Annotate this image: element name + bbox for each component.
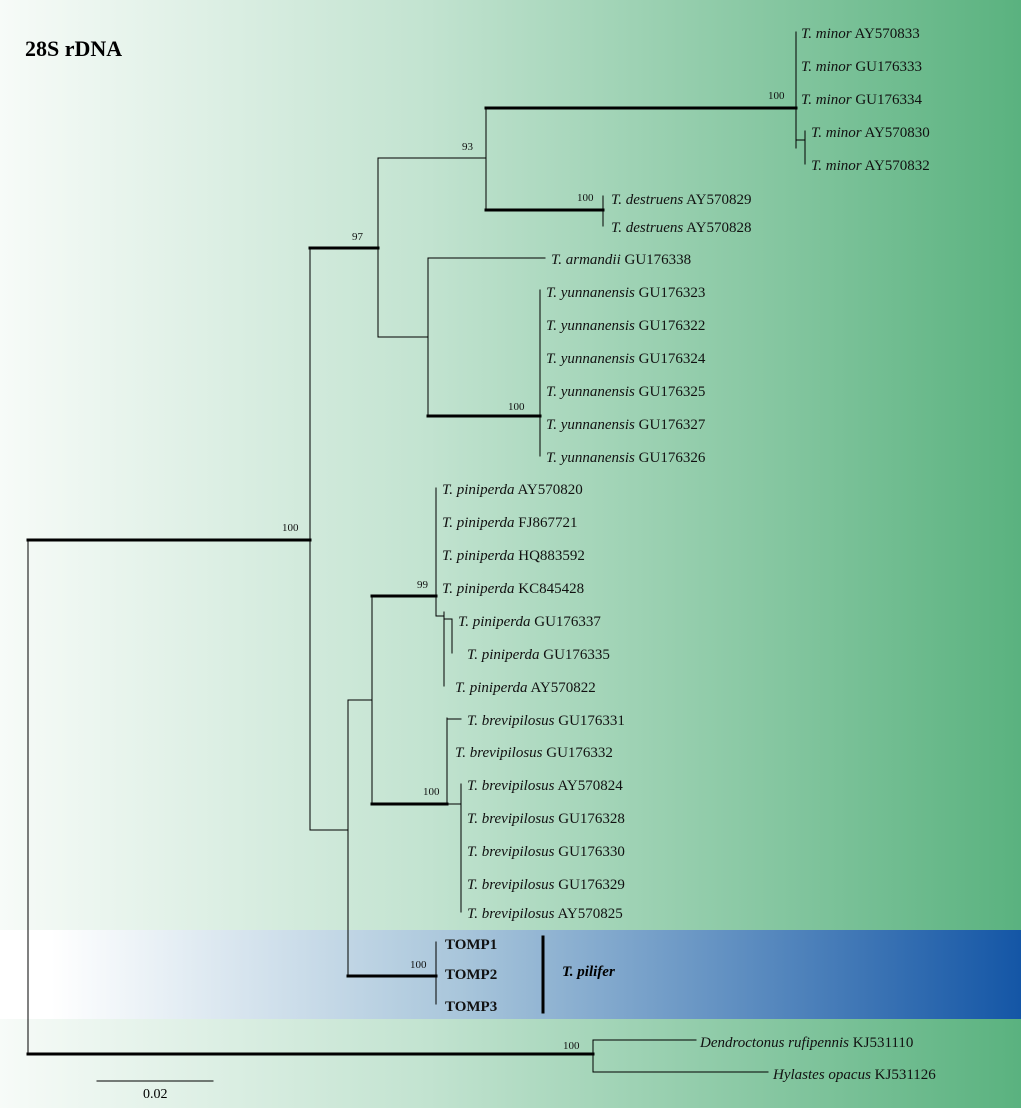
taxon-label: T. brevipilosus AY570824 (467, 778, 623, 794)
support-value: 100 (282, 522, 299, 534)
taxon-label: T. yunnanensis GU176325 (546, 384, 705, 400)
taxon-label: T. armandii GU176338 (551, 252, 691, 268)
support-value: 100 (508, 401, 525, 413)
taxon-label: T. brevipilosus GU176332 (455, 745, 613, 761)
taxon-label-tomp1: TOMP1 (445, 937, 497, 953)
taxon-label: T. brevipilosus GU176330 (467, 844, 625, 860)
taxon-label: T. minor GU176334 (801, 92, 922, 108)
taxon-label-tomp3: TOMP3 (445, 999, 497, 1015)
clade-label: T. pilifer (562, 964, 615, 980)
taxon-label: T. brevipilosus GU176331 (467, 713, 625, 729)
taxon-label: T. yunnanensis GU176324 (546, 351, 706, 367)
tree-branches (26, 31, 806, 1082)
scale-bar-label: 0.02 (143, 1087, 168, 1102)
taxon-label: T. brevipilosus AY570825 (467, 906, 623, 922)
taxon-label: T. minor GU176333 (801, 59, 922, 75)
support-value: 100 (423, 786, 440, 798)
taxon-label: T. piniperda AY570822 (455, 680, 596, 696)
support-value: 100 (410, 959, 427, 971)
taxon-label: T. yunnanensis GU176327 (546, 417, 706, 433)
taxon-label: T. brevipilosus GU176329 (467, 877, 625, 893)
taxon-label: T. yunnanensis GU176323 (546, 285, 705, 301)
taxon-label: T. minor AY570832 (811, 158, 930, 174)
support-value: 100 (577, 192, 594, 204)
support-values: 100 93 100 97 100 100 99 100 100 100 (282, 90, 785, 1052)
support-value: 93 (462, 141, 474, 153)
taxon-label: T. minor AY570833 (801, 26, 920, 42)
taxon-label: T. piniperda GU176337 (458, 614, 601, 630)
support-value: 100 (563, 1040, 580, 1052)
taxon-label: T. piniperda AY570820 (442, 482, 583, 498)
taxon-label-outgroup: Dendroctonus rufipennis KJ531110 (699, 1035, 913, 1051)
support-value: 97 (352, 231, 364, 243)
taxon-label: T. yunnanensis GU176322 (546, 318, 705, 334)
taxon-label: T. destruens AY570828 (611, 220, 751, 236)
taxon-label: T. piniperda FJ867721 (442, 515, 577, 531)
figure-title: 28S rDNA (25, 36, 122, 61)
taxon-label-tomp2: TOMP2 (445, 967, 497, 983)
taxon-label: T. minor AY570830 (811, 125, 930, 141)
taxon-label-outgroup: Hylastes opacus KJ531126 (772, 1067, 936, 1083)
taxon-label: T. destruens AY570829 (611, 192, 751, 208)
support-value: 99 (417, 579, 429, 591)
taxon-label: T. piniperda HQ883592 (442, 548, 585, 564)
taxon-label: T. piniperda GU176335 (467, 647, 610, 663)
taxon-label: T. yunnanensis GU176326 (546, 450, 706, 466)
support-value: 100 (768, 90, 785, 102)
taxon-label: T. piniperda KC845428 (442, 581, 584, 597)
highlight-band-t-pilifer (0, 930, 1021, 1019)
taxon-label: T. brevipilosus GU176328 (467, 811, 625, 827)
